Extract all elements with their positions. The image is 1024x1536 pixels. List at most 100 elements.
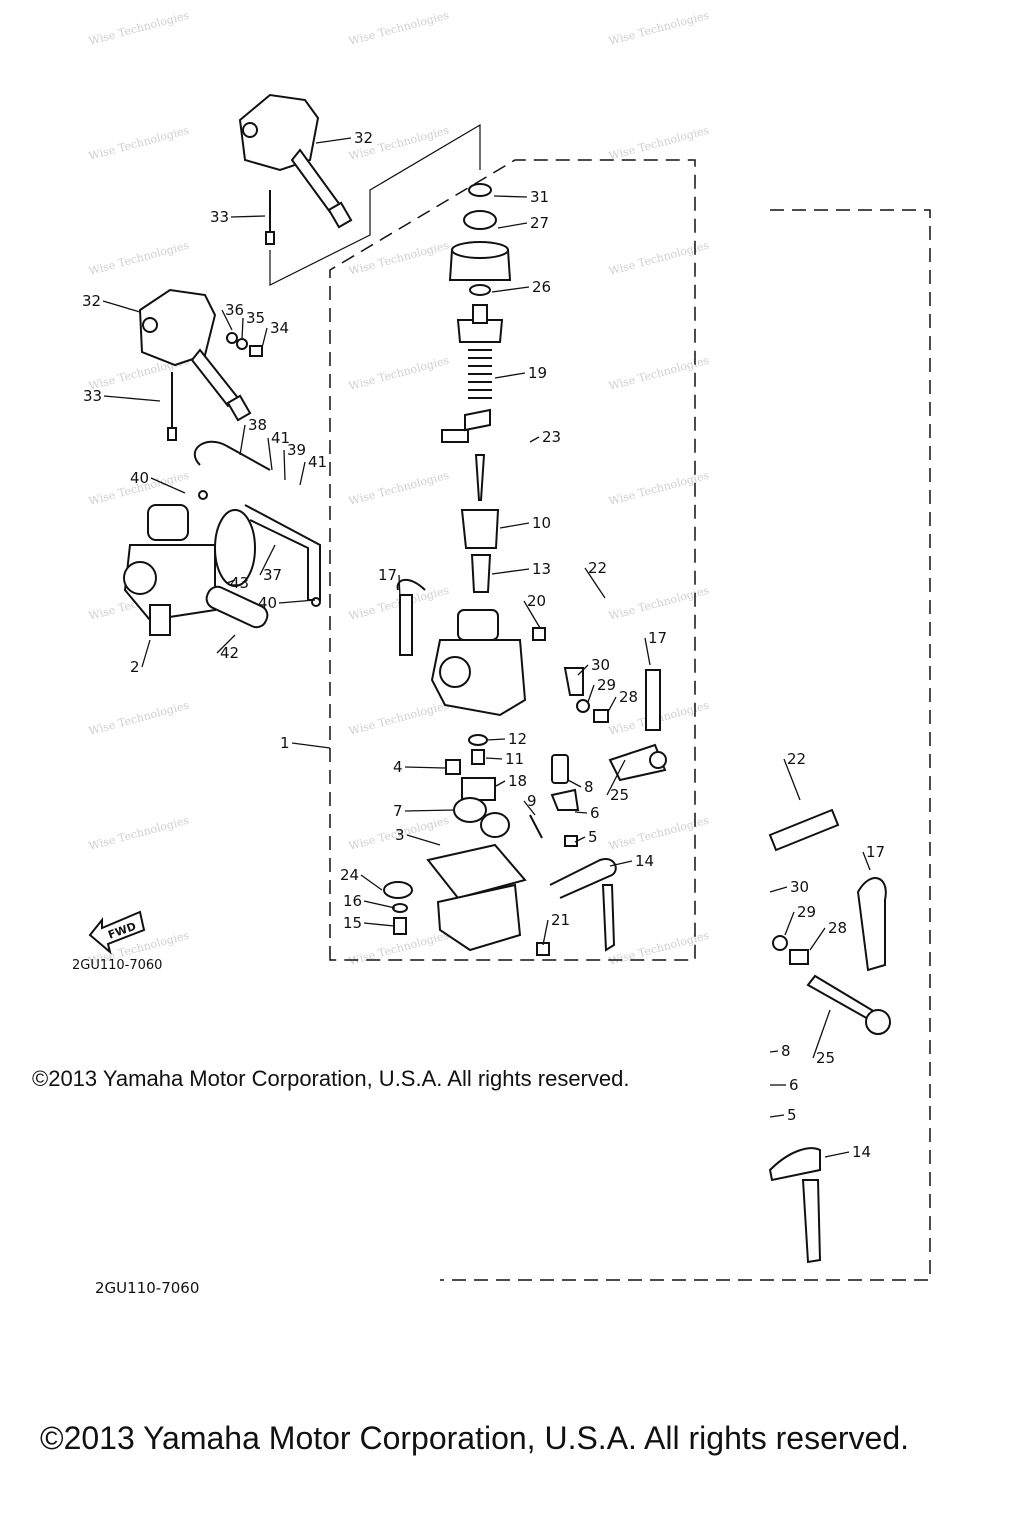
inset-parts — [768, 808, 891, 1264]
watermark-text: Wise Technologies — [87, 239, 190, 278]
main-callout-29: 29 — [597, 676, 616, 694]
main-callout-17: 17 — [648, 629, 667, 647]
drawing-code-main: 2GU110-7060 — [72, 958, 163, 973]
main-leader-line — [283, 449, 286, 481]
inset-leader-line — [862, 851, 871, 871]
main-leader-line — [267, 437, 273, 471]
main-callout-12: 12 — [508, 730, 527, 748]
main-leader-line — [291, 742, 331, 749]
main-leader-line — [574, 811, 588, 814]
main-leader-line — [299, 461, 306, 486]
inset-leader-line — [769, 886, 788, 893]
main-callout-24: 24 — [340, 866, 359, 884]
main-leader-line — [363, 922, 395, 927]
inset-leader-line — [783, 758, 801, 801]
main-leader-line — [360, 874, 383, 891]
inset-leader-line — [784, 911, 795, 936]
main-leader-line — [587, 684, 595, 703]
main-leader-line — [609, 860, 633, 867]
main-leader-line — [529, 436, 540, 443]
main-callout-14: 14 — [635, 852, 654, 870]
main-leader-line — [542, 919, 549, 946]
watermark-text: Wise Technologies — [347, 699, 450, 738]
float-bowl-parts — [383, 734, 617, 956]
watermark-text: Wise Technologies — [347, 9, 450, 48]
main-leader-line — [404, 766, 446, 769]
inset-callout-5: 5 — [787, 1106, 797, 1124]
carburetor-assembly-left — [123, 440, 321, 636]
main-leader-line — [103, 395, 161, 402]
inset-callout-28: 28 — [828, 919, 847, 937]
main-callout-35: 35 — [246, 309, 265, 327]
copyright-notice-large: ©2013 Yamaha Motor Corporation, U.S.A. A… — [40, 1420, 910, 1456]
main-callout-43: 43 — [230, 574, 249, 592]
main-leader-line — [493, 195, 528, 198]
throttle-housing-top — [238, 93, 353, 229]
watermark-text: Wise Technologies — [347, 239, 450, 278]
watermark-text: Wise Technologies — [347, 354, 450, 393]
main-leader-line — [499, 522, 530, 529]
leader-lines — [102, 137, 871, 1158]
main-callout-10: 10 — [532, 514, 551, 532]
inset-callout-8: 8 — [781, 1042, 791, 1060]
carburetor-top-stack — [441, 183, 512, 593]
main-leader-line — [278, 599, 316, 604]
main-callout-26: 26 — [532, 278, 551, 296]
main-callout-9: 9 — [527, 792, 537, 810]
main-callout-33: 33 — [210, 208, 229, 226]
copyright-notice-small: ©2013 Yamaha Motor Corporation, U.S.A. A… — [32, 1066, 630, 1091]
main-callout-41: 41 — [271, 429, 290, 447]
main-leader-line — [315, 137, 352, 144]
main-leader-line — [259, 544, 276, 576]
inset-leader-line — [769, 1050, 779, 1053]
main-callout-7: 7 — [393, 802, 403, 820]
carburetor-body — [396, 578, 667, 782]
main-callout-19: 19 — [528, 364, 547, 382]
callout-labels: 1234567891011121314151617171819202122232… — [82, 129, 885, 1161]
main-callout-33: 33 — [83, 387, 102, 405]
main-callout-37: 37 — [263, 566, 282, 584]
main-leader-line — [491, 286, 530, 293]
watermark-text: Wise Technologies — [87, 814, 190, 853]
main-leader-line — [261, 327, 268, 349]
main-callout-13: 13 — [532, 560, 551, 578]
main-leader-line — [102, 300, 141, 313]
main-callout-39: 39 — [287, 441, 306, 459]
main-callout-38: 38 — [248, 416, 267, 434]
inset-callout-6: 6 — [789, 1076, 799, 1094]
inset-leader-line — [809, 927, 826, 951]
main-callout-34: 34 — [270, 319, 289, 337]
main-leader-line — [491, 568, 530, 575]
throttle-housing-lower — [138, 288, 252, 422]
main-leader-line — [221, 309, 233, 331]
main-leader-line — [494, 372, 526, 379]
main-leader-line — [495, 780, 506, 787]
main-leader-line — [497, 222, 528, 229]
main-callout-15: 15 — [343, 914, 362, 932]
inset-leader-line — [824, 1151, 850, 1158]
main-leader-line — [363, 900, 396, 909]
inset-callout-14: 14 — [852, 1143, 871, 1161]
main-callout-32: 32 — [354, 129, 373, 147]
main-callout-42: 42 — [220, 644, 239, 662]
main-leader-line — [574, 836, 586, 843]
main-callout-22: 22 — [588, 559, 607, 577]
main-callout-1: 1 — [280, 734, 290, 752]
inset-callout-17: 17 — [866, 843, 885, 861]
main-callout-21: 21 — [551, 911, 570, 929]
main-leader-line — [404, 809, 456, 812]
main-leader-line — [241, 317, 244, 341]
drawing-code-inset: 2GU110-7060 — [95, 1279, 200, 1297]
main-leader-line — [567, 779, 582, 788]
main-callout-6: 6 — [590, 804, 600, 822]
main-callout-4: 4 — [393, 758, 403, 776]
main-leader-line — [523, 600, 541, 629]
main-leader-line — [216, 634, 236, 654]
main-callout-27: 27 — [530, 214, 549, 232]
main-callout-41: 41 — [308, 453, 327, 471]
main-callout-11: 11 — [505, 750, 524, 768]
watermark-text: Wise Technologies — [87, 9, 190, 48]
inset-leader-line — [812, 1009, 831, 1059]
